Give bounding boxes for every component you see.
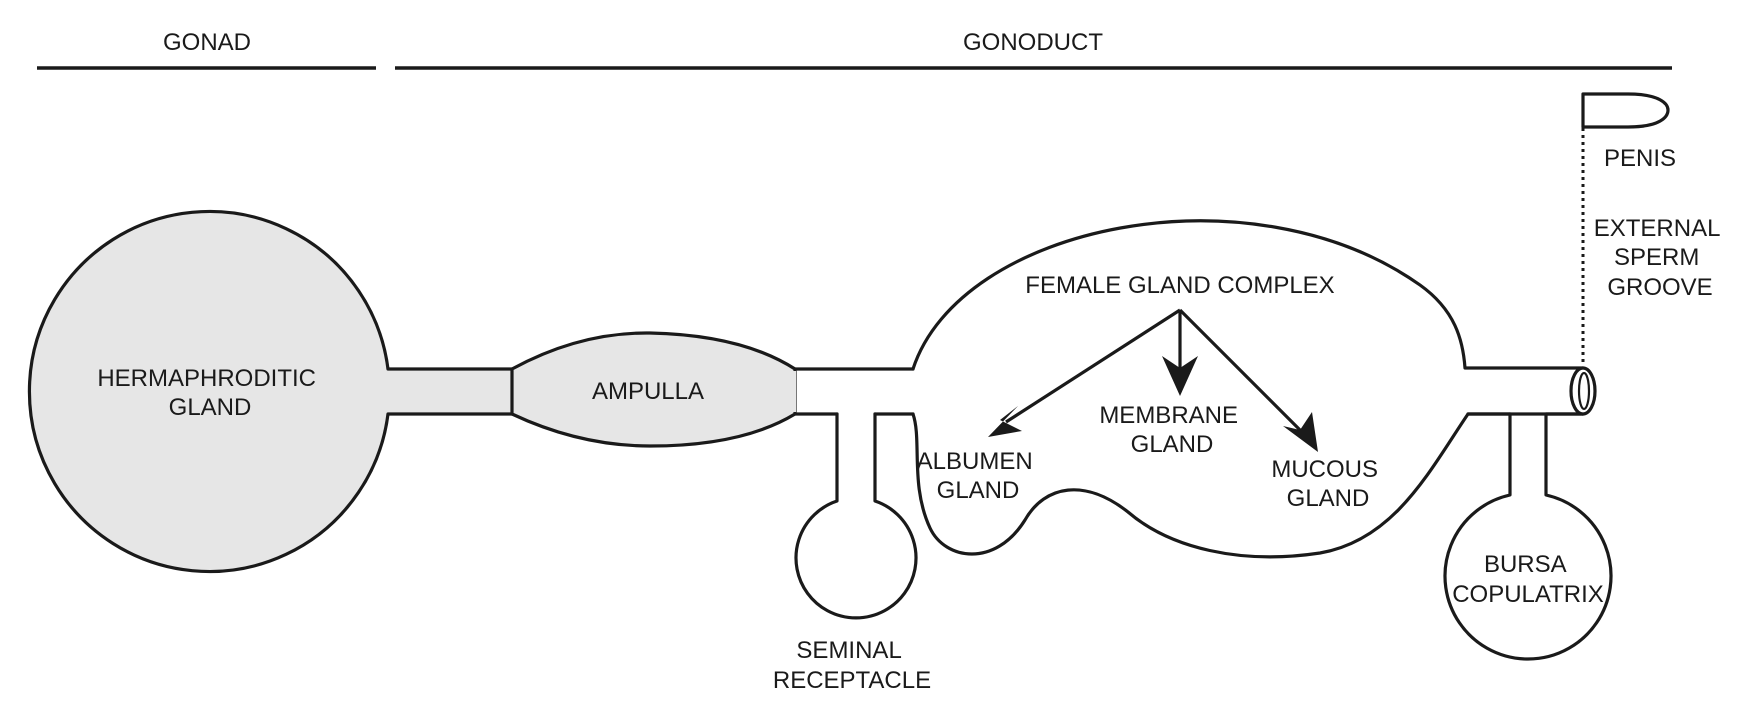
bursa-copulatrix-shape — [1443, 412, 1613, 661]
gonoduct-section-label: GONODUCT — [963, 29, 1103, 56]
gonad-section-label: GONAD — [163, 29, 251, 56]
ampulla-duct-opening — [780, 371, 796, 412]
gonad-duct-fill — [386, 369, 526, 414]
membrane-gland-label: MEMBRANE GLAND — [1099, 402, 1244, 458]
seminal-receptacle-shape — [794, 412, 918, 620]
genital-opening-ring — [1569, 366, 1597, 416]
female-gland-complex-shape — [911, 219, 1585, 559]
albumen-gland-label: ALBUMEN GLAND — [917, 448, 1040, 504]
penis-shape — [1581, 92, 1670, 129]
female-gland-complex-label: FEMALE GLAND COMPLEX — [1025, 272, 1334, 299]
mucous-gland-label: MUCOUS GLAND — [1271, 456, 1384, 512]
arrowhead-membrane — [1162, 356, 1198, 396]
seminal-receptacle-label: SEMINAL RECEPTACLE — [773, 637, 931, 694]
genital-opening-inner — [1577, 371, 1591, 411]
hermaphroditic-gland-shape — [27, 209, 390, 574]
external-sperm-groove-label: EXTERNAL SPERM GROOVE — [1594, 215, 1726, 301]
ampulla-label: AMPULLA — [592, 378, 704, 405]
bursa-copulatrix-label: BURSA COPULATRIX — [1452, 551, 1604, 608]
arrowhead-mucous — [1283, 412, 1318, 452]
penis-label: PENIS — [1604, 145, 1676, 172]
arrow-to-mucous-gland — [1178, 308, 1304, 434]
hermaphroditic-gland-label: HERMAPHRODITIC GLAND — [97, 365, 322, 421]
arrowhead-albumen — [988, 406, 1022, 437]
arrow-to-albumen-gland — [1005, 308, 1181, 424]
